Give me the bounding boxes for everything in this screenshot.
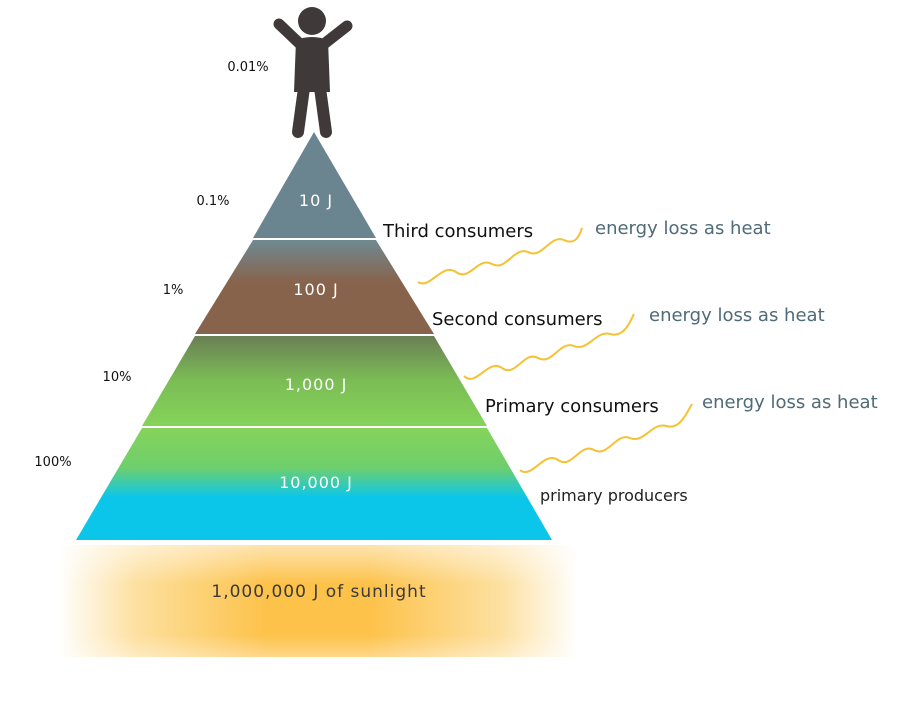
energy-value-second: 100 J	[293, 280, 338, 299]
level-label-third: Third consumers	[382, 221, 533, 242]
heat-wave-icon	[463, 313, 635, 380]
percent-third: 0.1%	[196, 194, 229, 209]
percent-apex: 0.01%	[227, 60, 268, 75]
heat-loss-label-third: energy loss as heat	[595, 218, 771, 239]
level-label-second: Second consumers	[432, 309, 602, 330]
heat-wave-icon	[519, 403, 693, 473]
heat-loss-label-second: energy loss as heat	[649, 305, 825, 326]
pyramid-tier-second-consumers	[195, 240, 434, 334]
heat-wave-icon	[417, 227, 583, 285]
sunlight-band: 1,000,000 J of sunlight	[58, 545, 578, 657]
heat-loss-label-primary: energy loss as heat	[702, 392, 878, 413]
pyramid-tier-third-consumers	[253, 132, 376, 238]
energy-value-third: 10 J	[299, 191, 333, 210]
person-icon	[273, 7, 353, 138]
percent-second: 1%	[163, 283, 184, 298]
energy-value-primary: 1,000 J	[285, 375, 348, 394]
energy-value-producers: 10,000 J	[279, 473, 353, 492]
level-label-primary: Primary consumers	[485, 396, 659, 417]
sunlight-label: 1,000,000 J of sunlight	[211, 582, 426, 602]
pyramid-tier-primary-consumers	[142, 336, 487, 426]
level-label-producers: primary producers	[540, 486, 688, 505]
pyramid-tier-producers	[76, 428, 552, 540]
percent-producers: 100%	[34, 455, 71, 470]
percent-primary: 10%	[103, 370, 132, 385]
